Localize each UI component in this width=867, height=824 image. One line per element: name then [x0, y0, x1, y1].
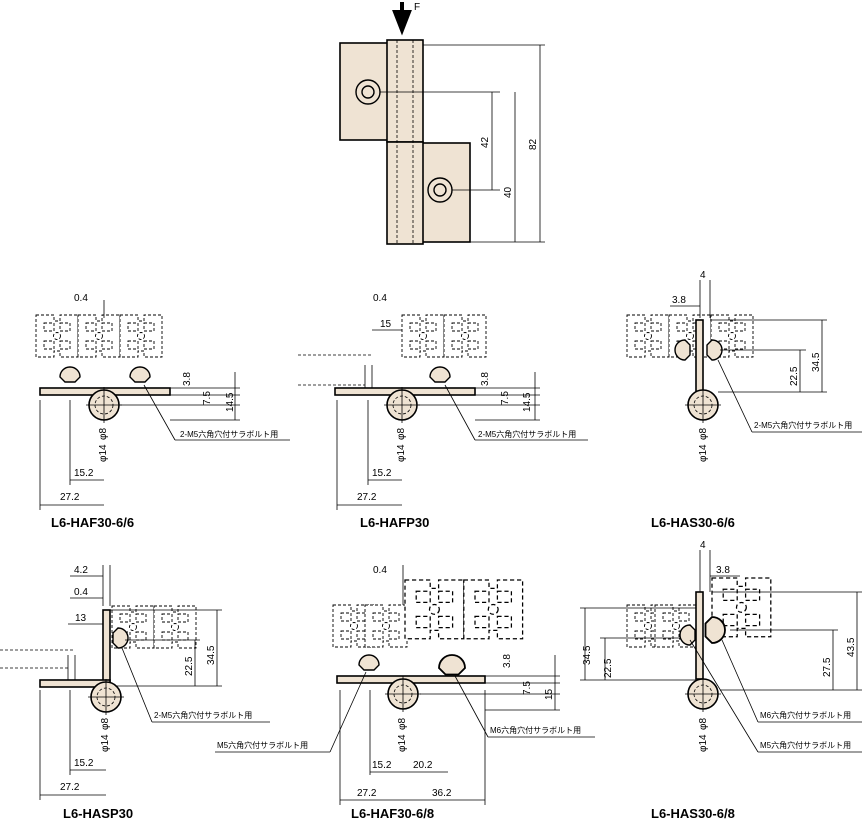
dim-phi14: φ14: [100, 734, 111, 752]
view-l6-haf30-6-8: 0.4 3.8 7.5 15 φ8 φ14 15.2 20.2 27.2 36.…: [215, 565, 595, 821]
dim-3-8: 3.8: [502, 654, 513, 668]
lower-knuckle: [386, 141, 424, 245]
dim-3-8: 3.8: [182, 372, 193, 386]
dim-4: 4: [700, 270, 706, 281]
upper-leaf: [339, 42, 389, 141]
top-view: F 42 40 82: [339, 2, 545, 245]
dim-3-8: 3.8: [480, 372, 491, 386]
dim-phi14: φ14: [698, 734, 709, 752]
hinge-leaf: [695, 319, 704, 393]
dim-27-2: 27.2: [60, 492, 80, 503]
bolt-note-m5: M5六角穴付サラボルト用: [760, 740, 851, 750]
dim-20-2: 20.2: [413, 760, 433, 771]
dim-3-8: 3.8: [672, 295, 686, 306]
dim-7-5: 7.5: [202, 391, 213, 405]
dim-14-5: 14.5: [225, 392, 236, 412]
view-l6-hafp30: 0.4 15 3.8 7.5 14.5 φ8 φ14 15.2 27.2 2-M…: [298, 293, 588, 530]
dim-phi8: φ8: [100, 718, 111, 730]
dim-14-5: 14.5: [522, 392, 533, 412]
dim-phi8: φ8: [98, 428, 109, 440]
dim-4: 4: [700, 540, 706, 551]
dim-phi14: φ14: [698, 444, 709, 462]
bolt-note: 2-M5六角穴付サラボルト用: [754, 420, 852, 430]
dim-0-4: 0.4: [373, 565, 387, 576]
dim-3-8: 3.8: [716, 565, 730, 576]
dim-34-5: 34.5: [206, 645, 217, 665]
dim-phi8: φ8: [396, 428, 407, 440]
dim-15-2: 15.2: [74, 758, 94, 769]
dim-43-5: 43.5: [846, 637, 857, 657]
dim-0-4: 0.4: [373, 293, 387, 304]
dim-4-2: 4.2: [74, 565, 88, 576]
dim-phi8: φ8: [698, 428, 709, 440]
view-title: L6-HAF30-6/6: [51, 515, 134, 530]
view-title: L6-HAS30-6/8: [651, 806, 735, 821]
dim-27-2: 27.2: [357, 788, 377, 799]
dim-7-5: 7.5: [522, 681, 533, 695]
view-l6-hasp30: 4.2 0.4 13 22.5 34.5 φ8 φ14 15.2 27.2 2-…: [0, 565, 270, 821]
dim-0-4: 0.4: [74, 587, 88, 598]
dim-34-5: 34.5: [582, 645, 593, 665]
view-l6-haf30-6-6: 0.4 3.8 7.5 14.5 φ8 φ14 15.2 27.2 2-M5六角…: [35, 293, 290, 530]
view-l6-has30-6-6: 4 3.8 22.5 34.5 φ8 φ14 2-M5六角穴付サラボルト用 L6…: [626, 270, 862, 530]
hinge-leaf-vertical: [102, 609, 111, 687]
dim-36-2: 36.2: [432, 788, 452, 799]
dim-15-2: 15.2: [74, 468, 94, 479]
bolt-note: 2-M5六角穴付サラボルト用: [478, 429, 576, 439]
dim-phi8: φ8: [397, 718, 408, 730]
dim-22-5: 22.5: [789, 366, 800, 386]
dim-phi14: φ14: [397, 734, 408, 752]
dim-15: 15: [380, 319, 392, 330]
dim-42: 42: [480, 136, 491, 148]
view-l6-has30-6-8: 4 3.8 34.5 22.5 27.5 43.5 φ8 φ14 M6六角穴付サ…: [580, 540, 862, 821]
dim-13: 13: [75, 613, 87, 624]
dim-27-2: 27.2: [357, 492, 377, 503]
dim-82: 82: [528, 138, 539, 150]
dim-phi8: φ8: [698, 718, 709, 730]
dim-7-5: 7.5: [500, 391, 511, 405]
hinge-leaf: [695, 591, 704, 680]
bolt-note-m6: M6六角穴付サラボルト用: [760, 710, 851, 720]
dim-15-2: 15.2: [372, 760, 392, 771]
dim-27-5: 27.5: [822, 657, 833, 677]
force-label: F: [414, 2, 420, 13]
dim-22-5: 22.5: [603, 658, 614, 678]
dim-22-5: 22.5: [184, 656, 195, 676]
bolt-note-m6: M6六角穴付サラボルト用: [490, 725, 581, 735]
force-arrow-icon: [392, 2, 412, 36]
bolt-note: 2-M5六角穴付サラボルト用: [180, 429, 278, 439]
dim-15: 15: [544, 688, 555, 700]
dim-27-2: 27.2: [60, 782, 80, 793]
bolt-note-m5: M5六角穴付サラボルト用: [217, 740, 308, 750]
view-title: L6-HAS30-6/6: [651, 515, 735, 530]
upper-knuckle: [386, 39, 424, 143]
view-title: L6-HAFP30: [360, 515, 429, 530]
bolt-note: 2-M5六角穴付サラボルト用: [154, 710, 252, 720]
dim-0-4: 0.4: [74, 293, 88, 304]
dim-15-2: 15.2: [372, 468, 392, 479]
dim-34-5: 34.5: [811, 352, 822, 372]
view-title: L6-HAF30-6/8: [351, 806, 434, 821]
dim-phi14: φ14: [396, 444, 407, 462]
dim-40: 40: [503, 186, 514, 198]
view-title: L6-HASP30: [63, 806, 133, 821]
dim-phi14: φ14: [98, 444, 109, 462]
